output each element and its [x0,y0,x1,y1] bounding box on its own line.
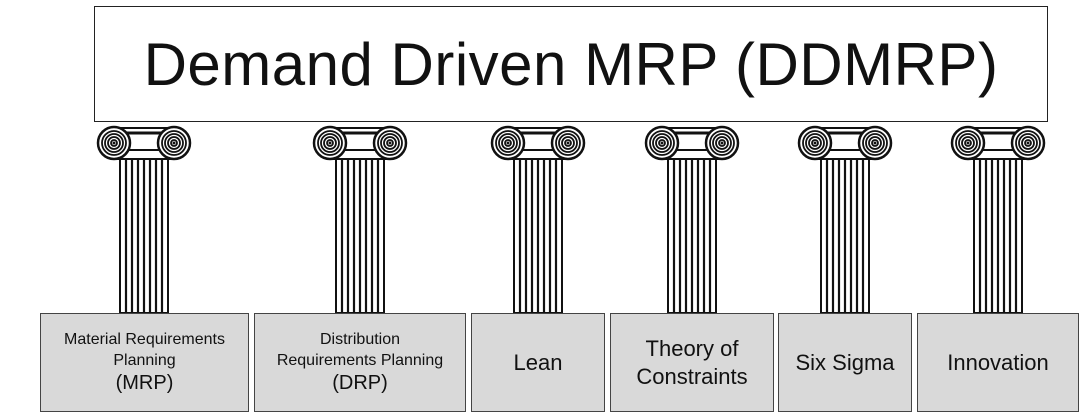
ionic-column [96,125,192,314]
pillar-label-line: Distribution [319,331,401,348]
ionic-column [490,125,586,314]
pillar-label-line: Six Sigma [795,349,895,375]
pillar-base-six-sigma: Six Sigma [778,313,912,412]
pillar-label-line: (DRP) [332,372,388,394]
pillar-label-line: Lean [513,349,563,375]
pillar-label-line: Innovation [947,349,1049,375]
ionic-column [644,125,740,314]
ionic-column [950,125,1046,314]
pillar-base-mrp: Material Requirements Planning (MRP) [40,313,249,412]
title-banner: Demand Driven MRP (DDMRP) [94,6,1048,122]
pillar-base-lean: Lean [471,313,605,412]
pillar-label-line: Requirements Planning [276,352,444,369]
pillar-label-line: Planning [113,352,176,369]
pillar-label-line: (MRP) [115,372,174,394]
pillar-base-drp: Distribution Requirements Planning (DRP) [254,313,466,412]
ionic-column [797,125,893,314]
ionic-column [312,125,408,314]
pillar-label-line: Material Requirements [64,331,225,348]
pillar-base-toc: Theory of Constraints [610,313,774,412]
diagram-title: Demand Driven MRP (DDMRP) [143,30,999,98]
pillar-base-innovation: Innovation [917,313,1079,412]
pillar-label-line: Theory of [645,335,739,361]
pillar-label-line: Constraints [636,363,748,389]
